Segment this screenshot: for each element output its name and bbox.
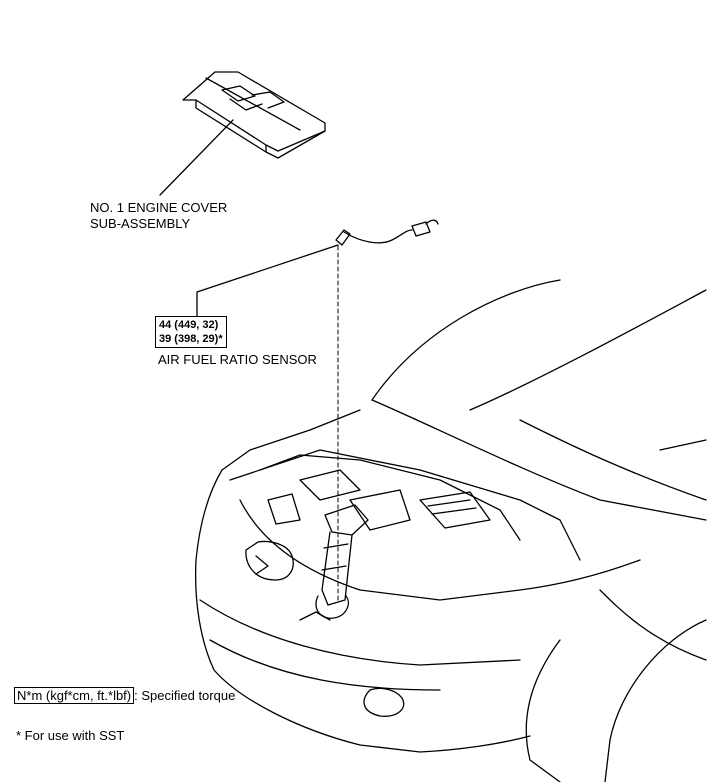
engine-cover-drawing [182, 71, 326, 159]
vehicle-drawing [195, 279, 707, 782]
torque-legend: N*m (kgf*cm, ft.*lbf): Specified torque [14, 687, 236, 704]
torque-spec-box: 44 (449, 32) 39 (398, 29)* [155, 316, 227, 348]
air-fuel-ratio-sensor-drawing [335, 219, 439, 246]
air-fuel-ratio-sensor-label: AIR FUEL RATIO SENSOR [158, 352, 317, 367]
torque-value-standard: 44 (449, 32) [159, 319, 219, 331]
engine-cover-label-line1: NO. 1 ENGINE COVER [90, 200, 228, 215]
sst-footnote: * For use with SST [16, 728, 125, 743]
engine-cover-label: NO. 1 ENGINE COVER SUB-ASSEMBLY [90, 200, 227, 232]
sensor-leader [196, 244, 339, 317]
torque-legend-text: : Specified torque [134, 688, 236, 703]
engine-cover-label-line2: SUB-ASSEMBLY [90, 216, 191, 231]
engine-cover-leader [159, 119, 234, 196]
torque-value-sst: 39 (398, 29)* [159, 333, 223, 345]
torque-legend-unit: N*m (kgf*cm, ft.*lbf) [14, 687, 135, 704]
